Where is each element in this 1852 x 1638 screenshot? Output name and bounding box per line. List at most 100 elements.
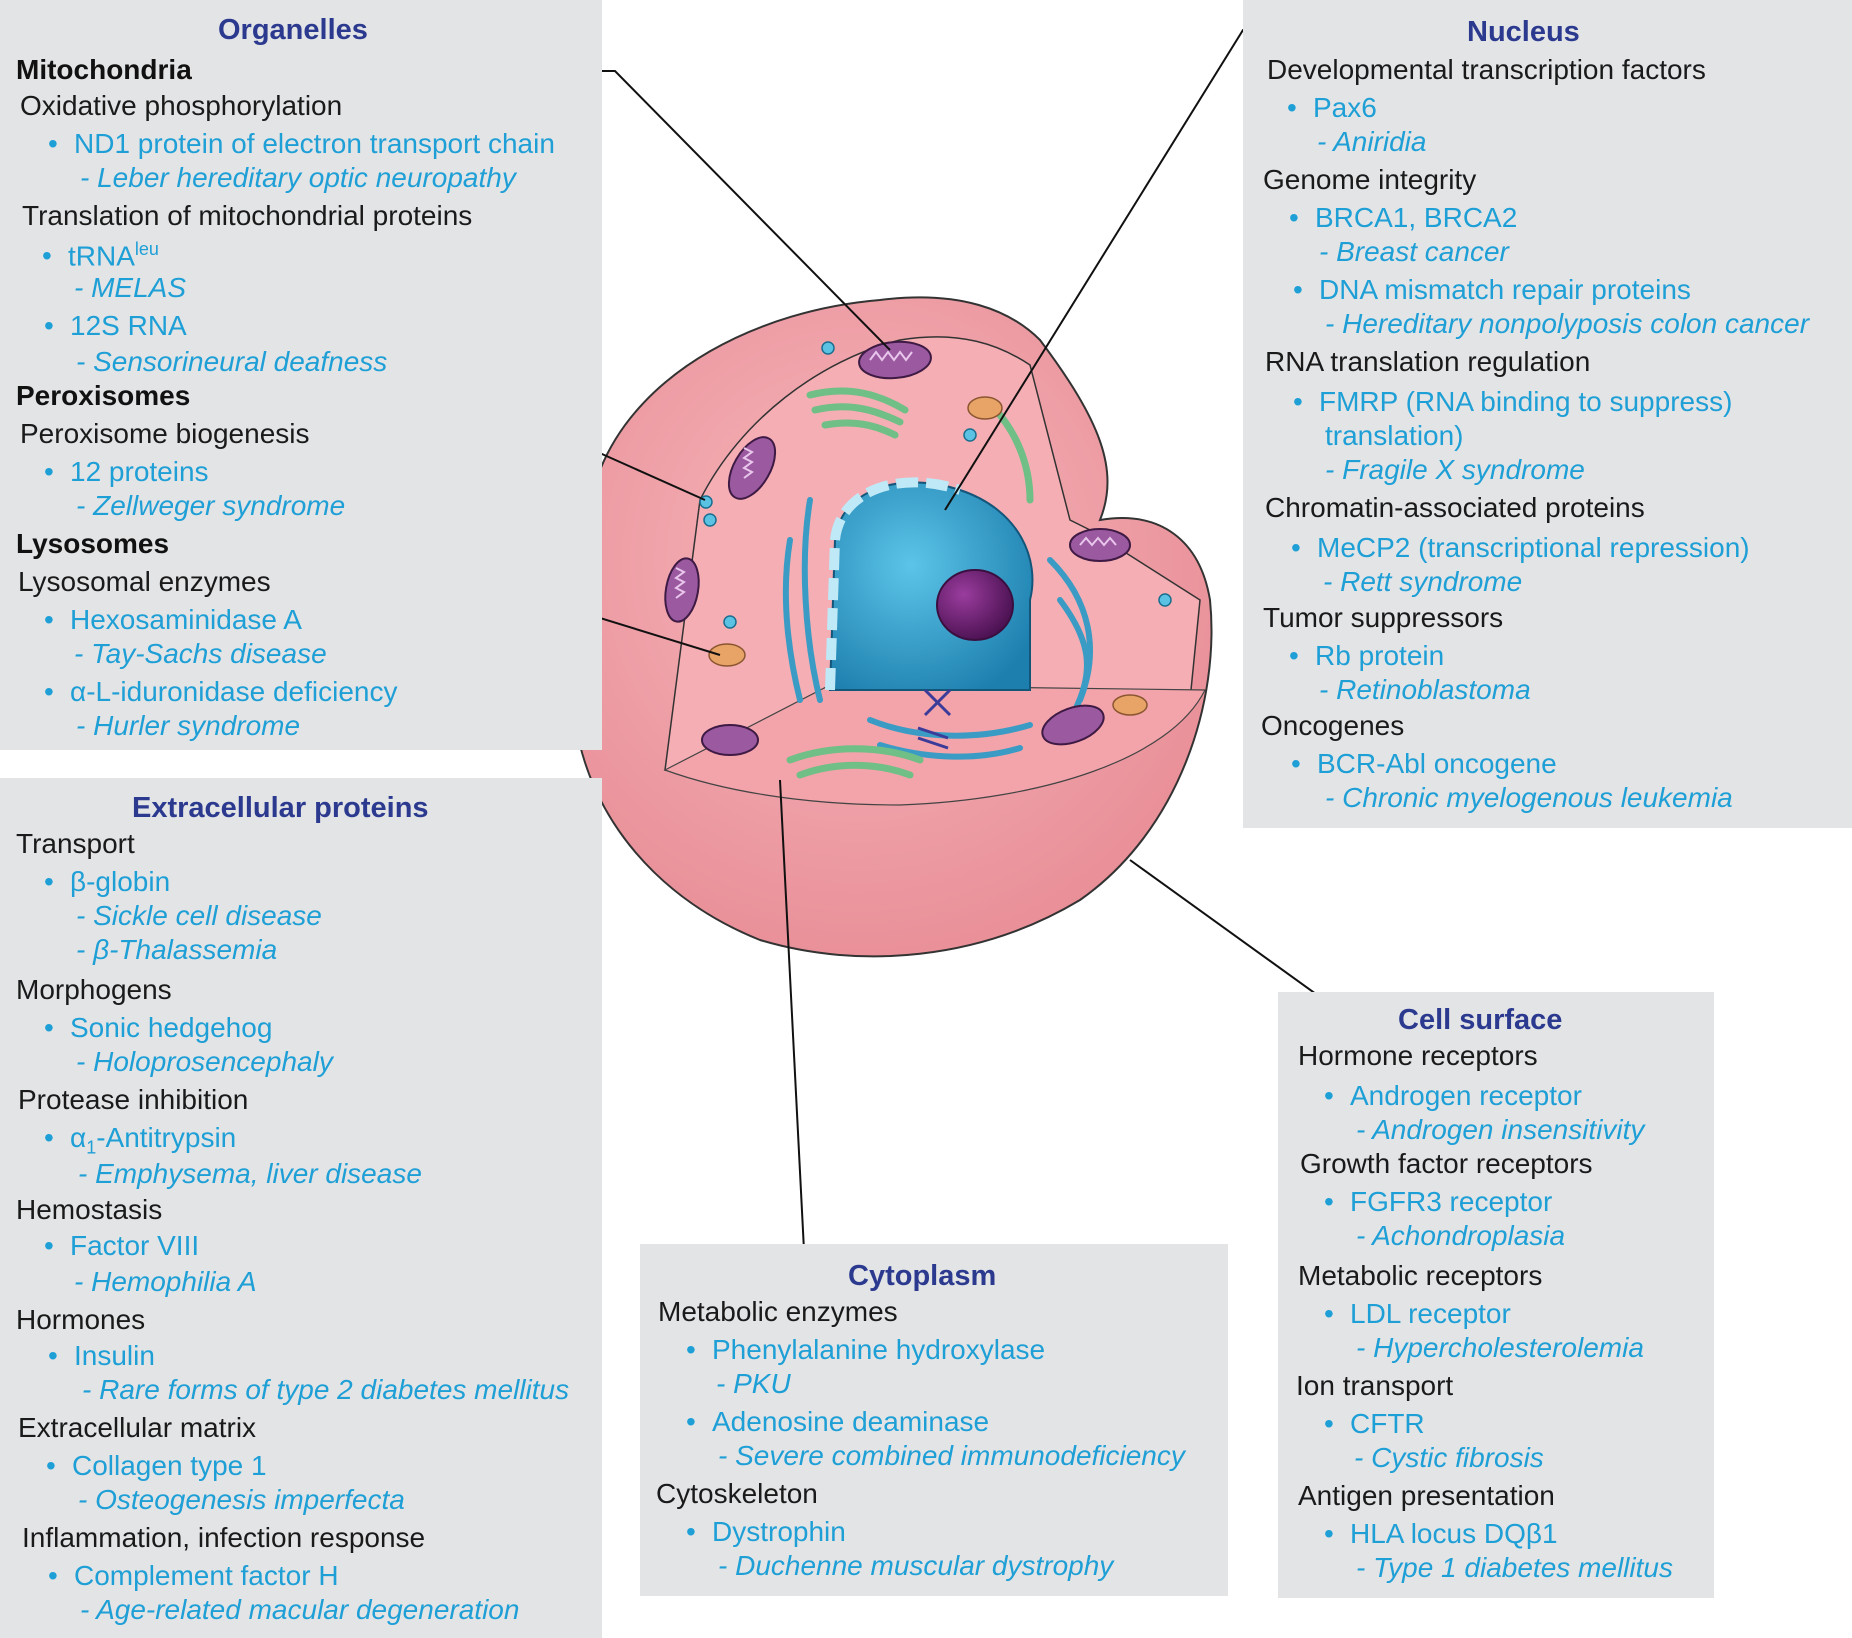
shh-item: •Sonic hedgehog [44, 1012, 273, 1043]
cftr-item: •CFTR [1324, 1408, 1425, 1439]
nucleus-panel [1243, 0, 1852, 828]
metenz-heading: Metabolic enzymes [658, 1296, 898, 1327]
endoplasmic-reticulum [782, 497, 1093, 760]
cml-disease: - Chronic myelogenous leukemia [1325, 782, 1733, 813]
organelles-panel [0, 0, 602, 750]
oncogenes-heading: Oncogenes [1261, 710, 1405, 741]
inflammation-heading: Inflammation, infection response [22, 1522, 426, 1553]
translation-heading: Translation of mitochondrial proteins [22, 200, 473, 231]
bullet-icon: • [42, 240, 52, 272]
diabetes2-disease: - Rare forms of type 2 diabetes mellitus [82, 1374, 570, 1405]
prot12-item: •12 proteins [44, 456, 209, 487]
mitochondria-cristae [674, 350, 1117, 599]
hemostasis-heading: Hemostasis [16, 1194, 163, 1225]
pax6-item: •Pax6 [1287, 92, 1377, 123]
rb-item: •Rb protein [1289, 640, 1445, 671]
bullet-icon: • [1287, 92, 1297, 123]
hemophilia-disease: - Hemophilia A [74, 1266, 257, 1297]
perox-bio-heading: Peroxisome biogenesis [20, 418, 310, 449]
fmrp-item-cont: translation) [1325, 420, 1464, 451]
cytoskeleton-heading: Cytoskeleton [656, 1478, 818, 1509]
genome-heading: Genome integrity [1263, 164, 1477, 195]
antigen-heading: Antigen presentation [1298, 1480, 1555, 1511]
bullet-icon: • [686, 1516, 696, 1547]
bullet-icon: • [1293, 386, 1303, 417]
bullet-icon: • [1324, 1186, 1334, 1217]
trna-item: •tRNAleu [42, 239, 159, 272]
ada-item: •Adenosine deaminase [686, 1406, 990, 1437]
cf-disease: - Cystic fibrosis [1354, 1442, 1544, 1473]
hormones-heading: Hormones [16, 1304, 146, 1335]
factor8-item: •Factor VIII [44, 1230, 200, 1261]
golgi-apparatus [786, 387, 1034, 779]
breast-disease: - Breast cancer [1319, 236, 1509, 267]
cell-surface-title: Cell surface [1398, 1004, 1563, 1036]
peroxisomes-label: Peroxisomes [16, 380, 191, 411]
collagen-item: •Collagen type 1 [46, 1450, 267, 1481]
bullet-icon: • [1324, 1518, 1334, 1549]
pah-item: •Phenylalanine hydroxylase [686, 1334, 1046, 1365]
bullet-icon: • [44, 1012, 54, 1043]
amd-disease: - Age-related macular degeneration [80, 1594, 520, 1625]
devtf-heading: Developmental transcription factors [1267, 54, 1706, 85]
dmd-disease: - Duchenne muscular dystrophy [718, 1550, 1114, 1581]
bullet-icon: • [686, 1406, 696, 1437]
protease-heading: Protease inhibition [18, 1084, 249, 1115]
bullet-icon: • [1324, 1080, 1334, 1111]
rna12s-item: •12S RNA [44, 310, 187, 341]
deafness-disease: - Sensorineural deafness [76, 346, 388, 377]
extracellular-panel [0, 778, 602, 1638]
ldlr-item: •LDL receptor [1324, 1298, 1511, 1329]
lyso-enz-heading: Lysosomal enzymes [18, 566, 271, 597]
nucleus-title: Nucleus [1467, 16, 1580, 48]
taysachs-disease: - Tay-Sachs disease [74, 638, 327, 669]
ion-heading: Ion transport [1296, 1370, 1454, 1401]
bullet-icon: • [46, 1450, 56, 1481]
bullet-icon: • [44, 604, 54, 635]
emphysema-disease: - Emphysema, liver disease [78, 1158, 422, 1189]
mitochondria-label: Mitochondria [16, 54, 192, 85]
holo-disease: - Holoprosencephaly [76, 1046, 333, 1077]
sickle-disease: - Sickle cell disease [76, 900, 322, 931]
nd1-item: •ND1 protein of electron transport chain [48, 128, 555, 159]
t1d-disease: - Type 1 diabetes mellitus [1356, 1552, 1673, 1583]
nuclear-envelope [825, 477, 962, 691]
cytoplasm-panel [640, 1244, 1228, 1596]
nucleolus [936, 569, 1014, 641]
cell-surface-panel [1278, 992, 1714, 1598]
bullet-icon: • [1289, 202, 1299, 233]
morphogens-heading: Morphogens [16, 974, 172, 1005]
bcrabl-item: •BCR-Abl oncogene [1291, 748, 1557, 779]
rett-disease: - Rett syndrome [1323, 566, 1523, 597]
mecp2-item: •MeCP2 (transcriptional repression) [1291, 532, 1750, 563]
bglobin-item: •β-globin [44, 866, 171, 897]
scid-disease: - Severe combined immunodeficiency [718, 1440, 1185, 1471]
bullet-icon: • [686, 1334, 696, 1365]
a1at-item: •α1-Antitrypsin [44, 1122, 237, 1158]
gfr-heading: Growth factor receptors [1300, 1148, 1593, 1179]
bullet-icon: • [1324, 1298, 1334, 1329]
bullet-icon: • [44, 1122, 54, 1153]
lhon-disease: - Leber hereditary optic neuropathy [80, 162, 516, 193]
dystrophin-item: •Dystrophin [686, 1516, 846, 1547]
fgfr3-item: •FGFR3 receptor [1324, 1186, 1553, 1217]
bullet-icon: • [48, 128, 58, 159]
centriole [917, 688, 952, 750]
hexa-item: •Hexosaminidase A [44, 604, 302, 635]
iduronidase-item: •α-L-iduronidase deficiency [44, 676, 398, 707]
aniridia-disease: - Aniridia [1317, 126, 1427, 157]
retinoblastoma-disease: - Retinoblastoma [1319, 674, 1531, 705]
rnatr-heading: RNA translation regulation [1265, 346, 1591, 377]
organelles-title: Organelles [218, 14, 368, 46]
melas-disease: - MELAS [74, 272, 187, 303]
osteogenesis-disease: - Osteogenesis imperfecta [78, 1484, 405, 1515]
bullet-icon: • [44, 866, 54, 897]
hurler-disease: - Hurler syndrome [76, 710, 301, 741]
insulin-item: •Insulin [48, 1340, 155, 1371]
mmr-item: •DNA mismatch repair proteins [1293, 274, 1691, 305]
bullet-icon: • [44, 1230, 54, 1261]
hormrec-heading: Hormone receptors [1298, 1040, 1538, 1071]
androgen-item: •Androgen receptor [1324, 1080, 1582, 1111]
bullet-icon: • [44, 676, 54, 707]
bullet-icon: • [1289, 640, 1299, 671]
